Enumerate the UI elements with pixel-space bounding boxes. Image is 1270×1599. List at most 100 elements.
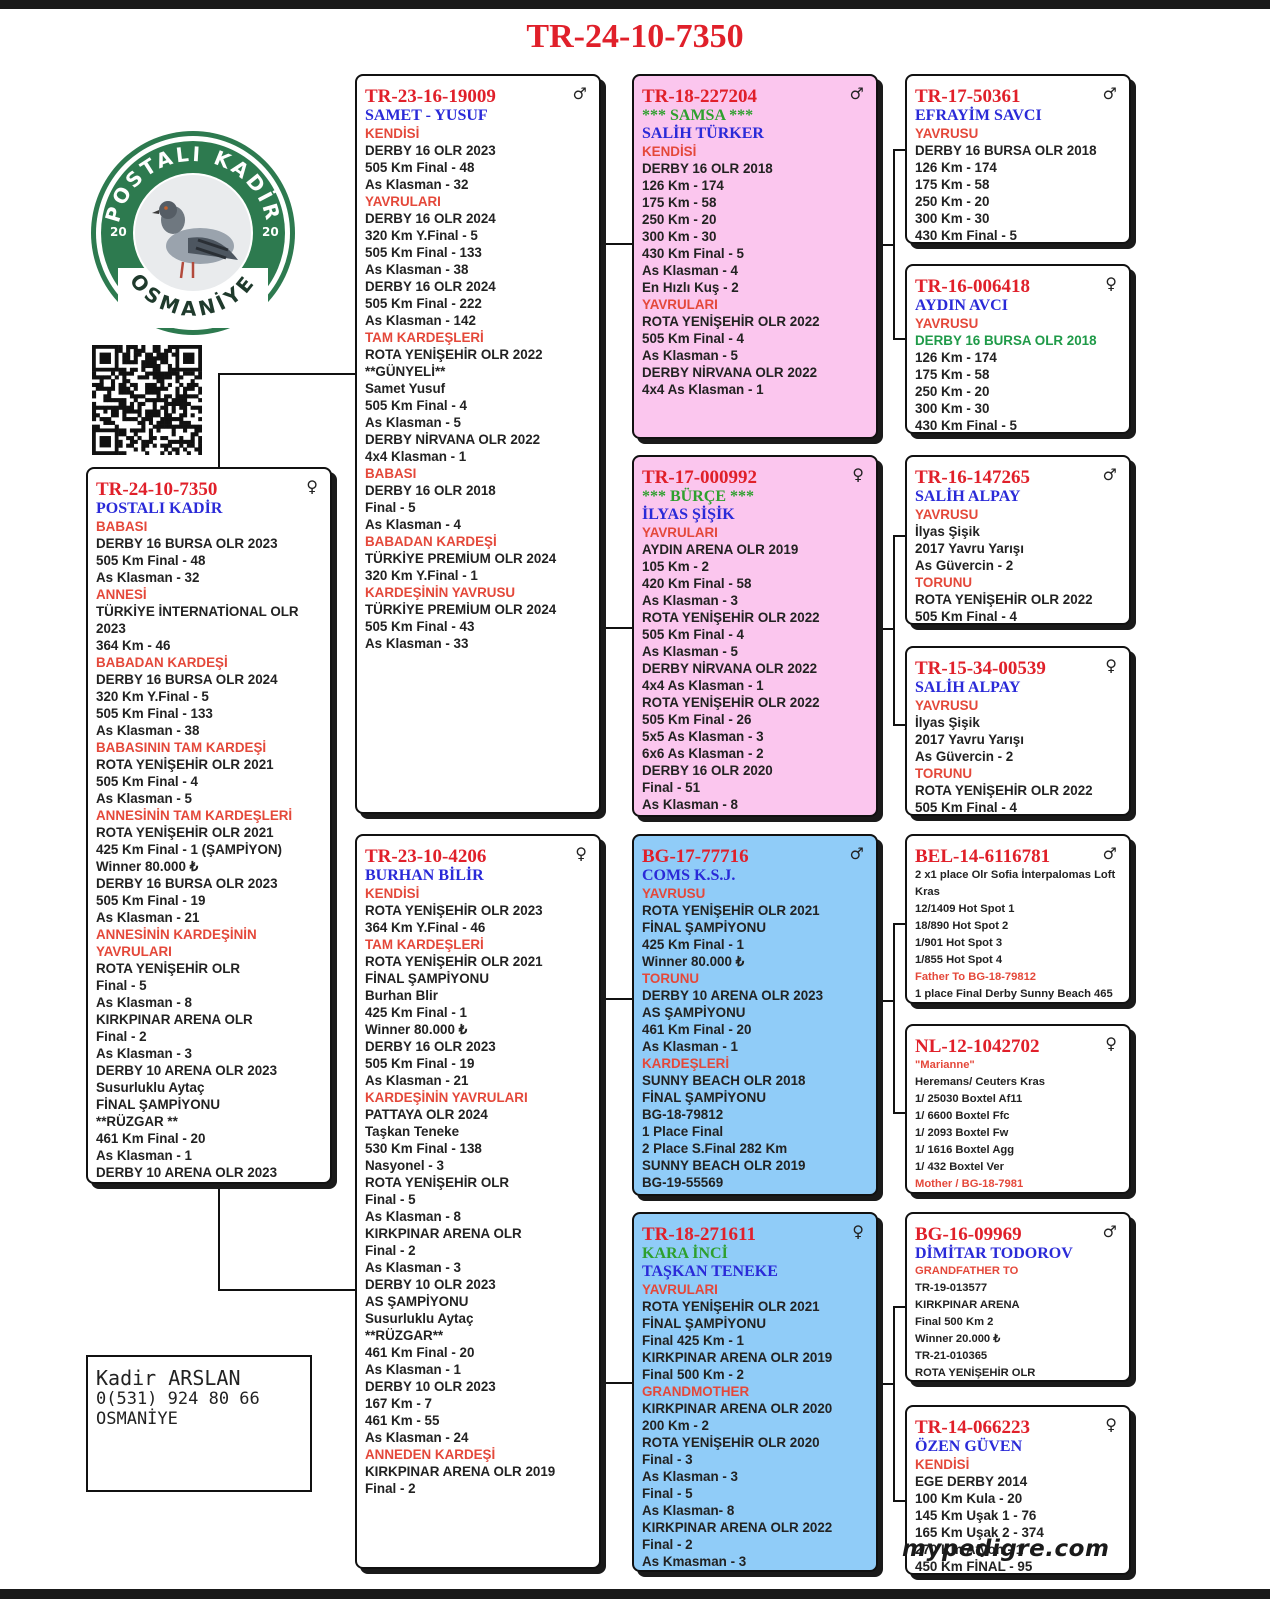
info-line: As Klasman - 5 — [365, 414, 589, 431]
info-line: 1/ 432 Boxtel Ver — [915, 1159, 1119, 1176]
info-line: TR-21-010365 — [915, 1348, 1119, 1365]
ring-number: TR-23-16-19009 — [365, 86, 589, 107]
great-grandparent-card[interactable]: ♂ BEL-14-6116781 2 x1 place Olr Sofia İn… — [905, 834, 1131, 1004]
info-line: 175 Km - 58 — [915, 176, 1119, 193]
brand-watermark[interactable]: mypedigre.com — [902, 1536, 1109, 1562]
info-line: 425 Km Final - 1 — [642, 936, 866, 953]
owner-city: OSMANİYE — [96, 1409, 302, 1429]
contact-box: Kadir ARSLAN 0(531) 924 80 66 OSMANİYE — [86, 1355, 312, 1492]
info-line: 2023 — [96, 620, 320, 637]
pigeon-info: AYDIN AVCIYAVRUSUDERBY 16 BURSA OLR 2018… — [915, 297, 1119, 434]
info-line: 250 Km - 20 — [642, 211, 866, 228]
connector-line — [218, 373, 356, 375]
info-line: Samet Yusuf — [365, 380, 589, 397]
info-line: Winner 80.000 ₺ — [365, 1021, 589, 1038]
connector-line — [603, 998, 633, 1000]
info-line: DERBY 16 BURSA OLR 2023 — [96, 875, 320, 892]
info-line: As Kmasman - 3 — [642, 1553, 866, 1570]
info-line: AS ŞAMPİYONU — [642, 1004, 866, 1021]
info-line: ROTA YENİŞEHİR OLR 2020 — [642, 1434, 866, 1451]
info-line: En Hızlı Kuş - 2 — [642, 279, 866, 296]
section-header: GRANDMOTHER — [642, 1383, 866, 1400]
owner-name: COMS K.S.J. — [642, 867, 866, 885]
info-line: 505 Km Final - 133 — [365, 244, 589, 261]
info-line: 461 Km Final - 20 — [365, 1344, 589, 1361]
top-border — [0, 0, 1270, 9]
info-line: *** SAMSA *** — [642, 107, 866, 125]
ring-number: BG-17-77716 — [642, 846, 866, 867]
connector-line — [603, 998, 605, 1383]
owner-phone[interactable]: 0(531) 924 80 66 — [96, 1389, 302, 1409]
info-line: TR-19-013577 — [915, 1280, 1119, 1297]
info-line: 505 Km Final - 43 — [365, 618, 589, 635]
connector-line — [893, 535, 895, 725]
section-header: BABASI — [365, 465, 589, 482]
info-line: BG-18-79812 — [642, 1106, 866, 1123]
info-line: 167 Km - 7 — [365, 1395, 589, 1412]
great-grandparent-card[interactable]: ♀ NL-12-1042702 "Marianne"Heremans/ Ceut… — [905, 1024, 1131, 1194]
info-line: **RÜZGAR ** — [96, 1113, 320, 1130]
info-line: SUNNY BEACH OLR 2018 — [642, 1072, 866, 1089]
section-header: KARDEŞLERİ — [642, 1055, 866, 1072]
loft-logo: POSTALI KADİR OSMANİYE 20 20 — [88, 128, 298, 338]
ring-number: TR-16-006418 — [915, 276, 1119, 297]
info-line: KARA İNCİ — [642, 1245, 866, 1263]
info-line: 420 Km Final - 58 — [642, 575, 866, 592]
owner-name: İLYAS ŞİŞİK — [642, 506, 866, 524]
info-line: ROTA YENİŞEHİR OLR 2022 — [642, 694, 866, 711]
connector-line — [880, 628, 894, 630]
info-line: KIRKPINAR ARENA OLR — [365, 1225, 589, 1242]
info-line: 2 x1 place Olr Sofia İnterpalomas Loft — [915, 867, 1119, 884]
info-line: As Klasman - 4 — [642, 262, 866, 279]
owner-name: SALİH ALPAY — [915, 488, 1119, 506]
info-line: 430 Km Final - 5 — [915, 417, 1119, 434]
connector-line — [893, 1112, 905, 1114]
sire-sire-card[interactable]: ♂ TR-18-227204 *** SAMSA ***SALİH TÜRKER… — [632, 74, 878, 439]
info-line: 1 place Final Derby Sunny Beach 465 — [915, 986, 1119, 1003]
connector-line — [893, 724, 905, 726]
owner-name: SALİH ALPAY — [915, 679, 1119, 697]
info-line: 461 Km Final - 20 — [96, 1130, 320, 1147]
info-line: KIRKPINAR ARENA OLR — [96, 1011, 320, 1028]
male-symbol-icon: ♂ — [850, 844, 864, 863]
info-line: 1/901 Hot Spot 3 — [915, 935, 1119, 952]
info-line: 364 Km Y.Final - 46 — [365, 919, 589, 936]
pigeon-info: "Marianne"Heremans/ Ceuters Kras1/ 25030… — [915, 1057, 1119, 1193]
info-line: ROTA YENİŞEHİR OLR — [96, 960, 320, 977]
connector-line — [603, 627, 633, 629]
logo-badge-icon: POSTALI KADİR OSMANİYE 20 20 — [88, 128, 298, 338]
info-line: 505 Km Final - 4 — [915, 608, 1119, 625]
section-header: KARDEŞİNİN YAVRULARI — [365, 1089, 589, 1106]
pigeon-info: POSTALI KADİRBABASIDERBY 16 BURSA OLR 20… — [96, 500, 320, 1181]
info-line: 175 Km - 58 — [915, 366, 1119, 383]
info-line: As Klasman - 4 — [365, 516, 589, 533]
info-line: ROTA YENİŞEHİR OLR 2022 — [642, 609, 866, 626]
info-line: As Klasman - 21 — [96, 909, 320, 926]
svg-text:20: 20 — [110, 225, 127, 239]
ring-number: BEL-14-6116781 — [915, 846, 1119, 867]
info-line: DERBY 16 BURSA OLR 2018 — [915, 142, 1119, 159]
qr-code[interactable] — [92, 345, 202, 455]
male-symbol-icon: ♂ — [1103, 844, 1117, 863]
info-line: DERBY 16 BURSA OLR 2024 — [96, 671, 320, 688]
section-header: KARDEŞİNİN YAVRUSU — [365, 584, 589, 601]
info-line: FİNAL ŞAMPİYONU — [642, 919, 866, 936]
info-line: As Klasman - 8 — [96, 994, 320, 1011]
section-header: BABASI — [96, 518, 320, 535]
info-line: DERBY NİRVANA OLR 2022 — [642, 364, 866, 381]
section-header: YAVRULARI — [96, 943, 320, 960]
info-line: İlyas Şişik — [915, 714, 1119, 731]
section-header: TORUNU — [642, 970, 866, 987]
